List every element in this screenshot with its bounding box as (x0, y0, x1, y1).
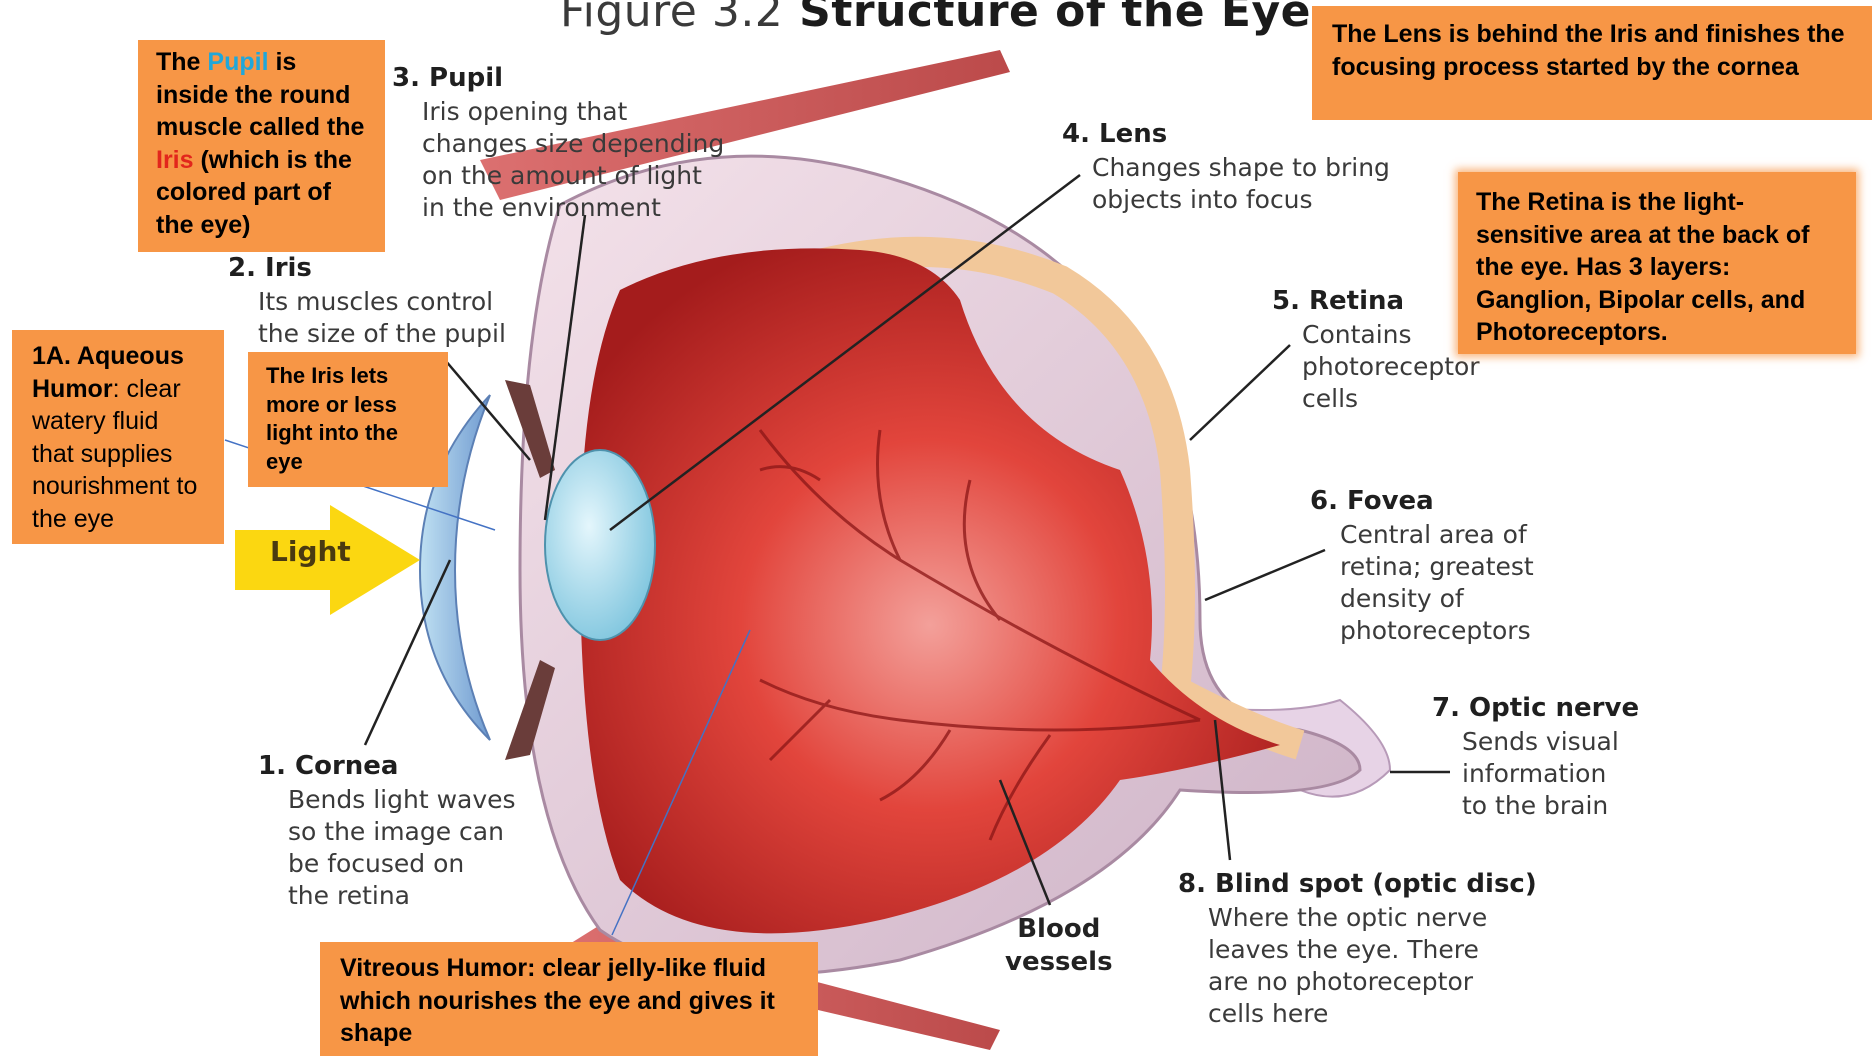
label-cornea: 1. Cornea Bends light waves so the image… (258, 750, 516, 912)
desc-line: so the image can (288, 816, 516, 848)
desc-line: Contains (1302, 319, 1480, 351)
label-cornea-heading: 1. Cornea (258, 750, 516, 784)
label-pupil-desc: Iris opening that changes size depending… (392, 96, 724, 224)
label-optic-nerve-heading: 7. Optic nerve (1432, 692, 1639, 726)
note-vitreous-humor: Vitreous Humor: clear jelly-like fluid w… (320, 942, 818, 1056)
desc-line: changes size depending (422, 128, 724, 160)
light-label: Light (270, 535, 351, 568)
note-lens: The Lens is behind the Iris and finishes… (1312, 6, 1872, 120)
label-pupil-heading: 3. Pupil (392, 62, 724, 96)
label-fovea: 6. Fovea Central area of retina; greates… (1310, 485, 1534, 647)
desc-line: on the amount of light (422, 160, 724, 192)
label-pupil: 3. Pupil Iris opening that changes size … (392, 62, 724, 224)
label-retina: 5. Retina Contains photoreceptor cells (1272, 285, 1480, 415)
note-text: The (156, 48, 207, 76)
figure-title: Figure 3.2 Structure of the Eye (560, 0, 1311, 37)
desc-line: the size of the pupil (258, 318, 506, 350)
desc-line: Its muscles control (258, 286, 506, 318)
label-blind-spot-heading: 8. Blind spot (optic disc) (1178, 868, 1537, 902)
pointer-fovea (1205, 550, 1325, 600)
note-iris-lets: The Iris lets more or less light into th… (248, 352, 448, 487)
desc-line: vessels (1005, 946, 1113, 979)
label-cornea-desc: Bends light waves so the image can be fo… (258, 784, 516, 912)
desc-line: are no photoreceptor (1208, 966, 1537, 998)
desc-line: retina; greatest (1340, 551, 1534, 583)
desc-line: photoreceptor (1302, 351, 1480, 383)
desc-line: Changes shape to bring (1092, 152, 1390, 184)
desc-line: be focused on (288, 848, 516, 880)
note-retina: The Retina is the light-sensitive area a… (1458, 172, 1856, 354)
label-iris-heading: 2. Iris (228, 252, 506, 286)
desc-line: cells (1302, 383, 1480, 415)
label-blind-spot: 8. Blind spot (optic disc) Where the opt… (1178, 868, 1537, 1030)
label-lens: 4. Lens Changes shape to bring objects i… (1062, 118, 1390, 216)
label-retina-desc: Contains photoreceptor cells (1272, 319, 1480, 415)
desc-line: Iris opening that (422, 96, 724, 128)
figure-number: Figure 3.2 (560, 0, 783, 37)
desc-line: photoreceptors (1340, 615, 1534, 647)
figure-title-text: Structure of the Eye (799, 0, 1311, 37)
label-blind-spot-desc: Where the optic nerve leaves the eye. Th… (1178, 902, 1537, 1030)
desc-line: Central area of (1340, 519, 1534, 551)
lens-shape (545, 450, 655, 640)
note-iris-word: Iris (156, 146, 194, 174)
label-lens-heading: 4. Lens (1062, 118, 1390, 152)
label-lens-desc: Changes shape to bring objects into focu… (1062, 152, 1390, 216)
note-pupil-iris: The Pupil is inside the round muscle cal… (138, 40, 385, 252)
desc-line: density of (1340, 583, 1534, 615)
desc-line: the retina (288, 880, 516, 912)
label-blood-vessels: Blood vessels (1005, 913, 1113, 978)
desc-line: to the brain (1462, 790, 1639, 822)
label-retina-heading: 5. Retina (1272, 285, 1480, 319)
label-fovea-heading: 6. Fovea (1310, 485, 1534, 519)
label-iris-desc: Its muscles control the size of the pupi… (228, 286, 506, 350)
desc-line: Bends light waves (288, 784, 516, 816)
label-optic-nerve: 7. Optic nerve Sends visual information … (1432, 692, 1639, 822)
desc-line: objects into focus (1092, 184, 1390, 216)
desc-line: cells here (1208, 998, 1537, 1030)
desc-line: Blood (1005, 913, 1113, 946)
label-iris: 2. Iris Its muscles control the size of … (228, 252, 506, 350)
desc-line: information (1462, 758, 1639, 790)
note-aqueous-humor: 1A. Aqueous Humor: clear watery fluid th… (12, 330, 224, 544)
desc-line: leaves the eye. There (1208, 934, 1537, 966)
note-pupil-word: Pupil (207, 48, 268, 76)
desc-line: Sends visual (1462, 726, 1639, 758)
desc-line: in the environment (422, 192, 724, 224)
desc-line: Where the optic nerve (1208, 902, 1537, 934)
label-optic-nerve-desc: Sends visual information to the brain (1432, 726, 1639, 822)
label-fovea-desc: Central area of retina; greatest density… (1310, 519, 1534, 647)
